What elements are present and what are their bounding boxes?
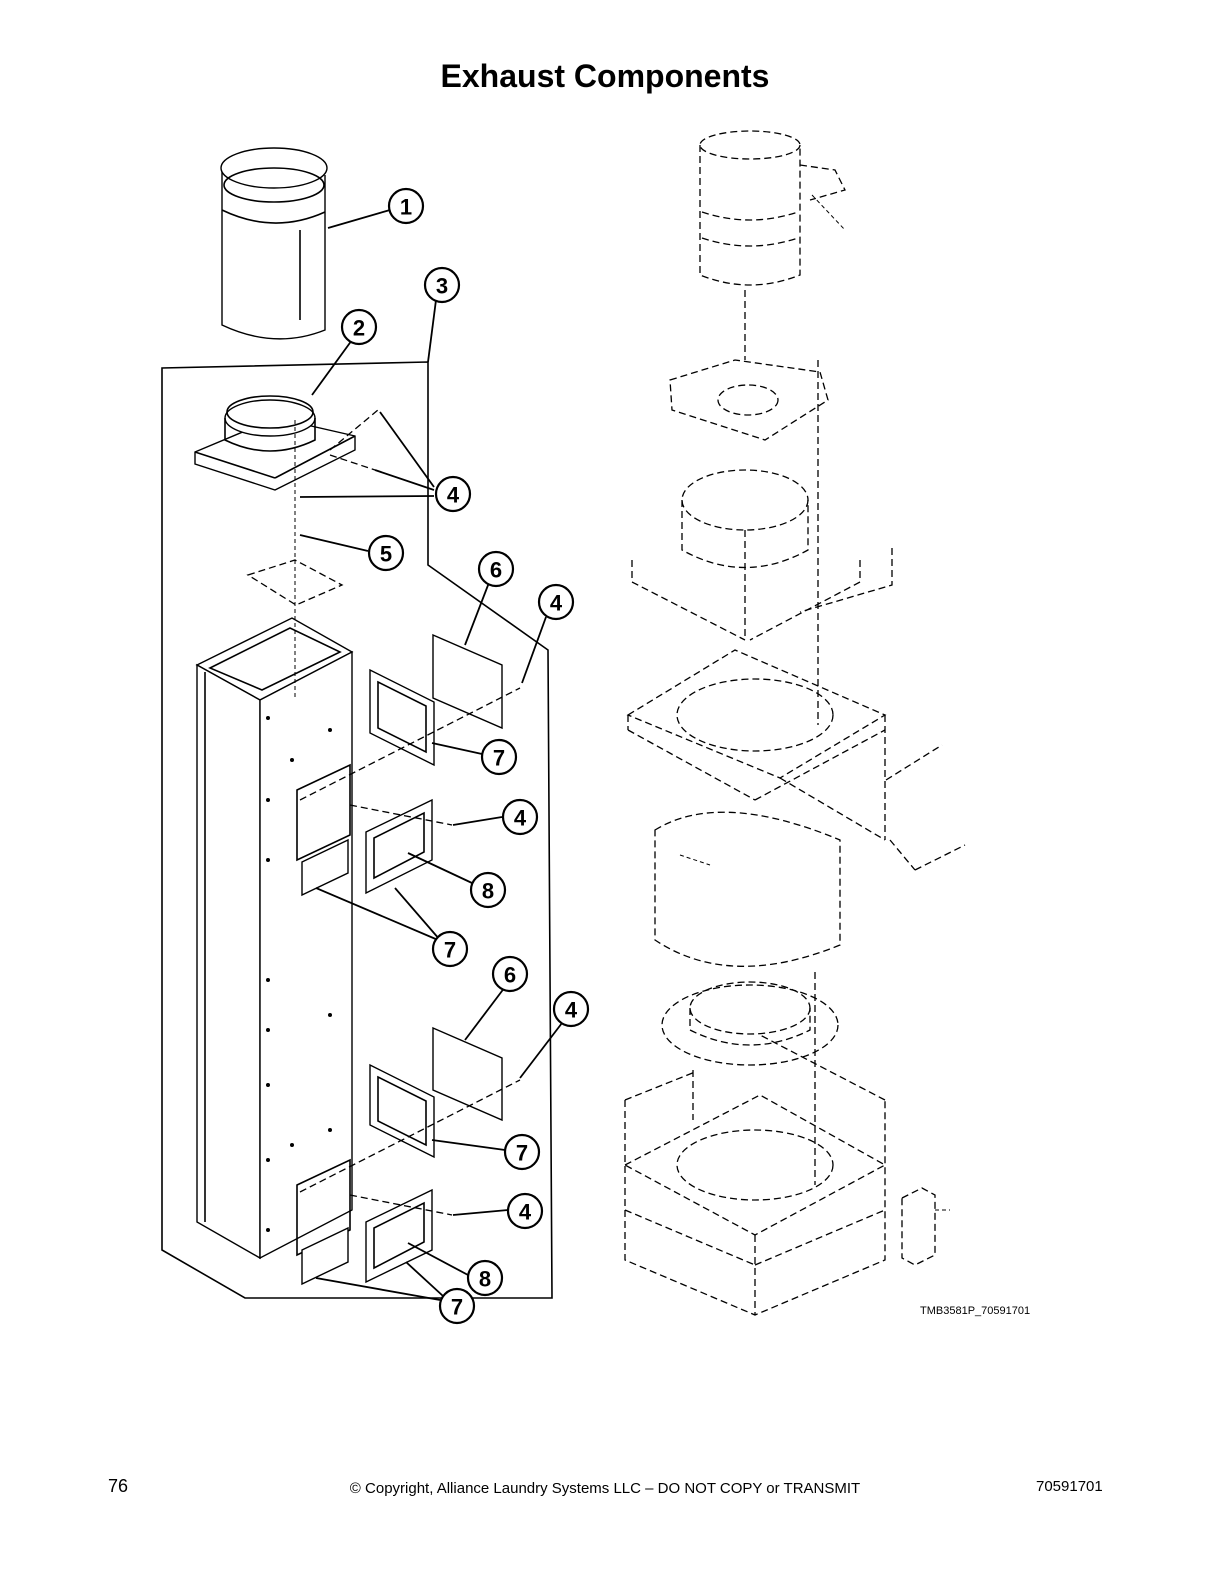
svg-text:6: 6 bbox=[504, 963, 516, 988]
callout-4: 4 bbox=[434, 475, 472, 513]
svg-text:3: 3 bbox=[436, 274, 448, 299]
blower-assembly-phantom bbox=[623, 130, 966, 1316]
leader-lines bbox=[299, 209, 563, 1301]
flange-upper-part bbox=[365, 798, 433, 895]
svg-text:7: 7 bbox=[493, 746, 505, 771]
callout-4: 4 bbox=[552, 990, 590, 1028]
drawing-id: TMB3581P_70591701 bbox=[920, 1305, 1031, 1317]
assembly-bracket-outline bbox=[161, 361, 553, 1299]
callout-3: 3 bbox=[423, 266, 461, 304]
svg-text:7: 7 bbox=[451, 1295, 463, 1320]
svg-text:4: 4 bbox=[447, 483, 460, 508]
assembly-lines-left bbox=[299, 409, 521, 1216]
opening-upper-part bbox=[296, 763, 351, 862]
cover-plate-lower-part bbox=[432, 1026, 503, 1122]
callout-6: 6 bbox=[477, 550, 515, 588]
callout-5: 5 bbox=[367, 534, 405, 572]
svg-text:4: 4 bbox=[565, 998, 578, 1023]
svg-text:8: 8 bbox=[479, 1267, 491, 1292]
exhaust-pipe-part bbox=[220, 147, 328, 340]
callout-8: 8 bbox=[469, 871, 507, 909]
svg-text:6: 6 bbox=[490, 558, 502, 583]
callout-7: 7 bbox=[503, 1133, 541, 1171]
callout-6: 6 bbox=[491, 955, 529, 993]
gasket-part bbox=[246, 559, 344, 606]
page-number: 76 bbox=[108, 1476, 129, 1496]
svg-text:7: 7 bbox=[444, 938, 456, 963]
callout-4: 4 bbox=[501, 798, 539, 836]
gasket-frame-upper-part bbox=[369, 668, 435, 767]
callout-8: 8 bbox=[466, 1259, 504, 1297]
cover-plate-upper-part bbox=[432, 633, 503, 730]
document-number: 70591701 bbox=[1036, 1478, 1103, 1495]
callout-4: 4 bbox=[506, 1192, 544, 1230]
svg-text:1: 1 bbox=[400, 195, 412, 220]
exhaust-duct-box-part bbox=[195, 420, 354, 1260]
callout-7: 7 bbox=[431, 930, 469, 968]
small-plate-upper-part bbox=[301, 838, 349, 897]
flange-lower-part bbox=[365, 1188, 433, 1284]
callout-7: 7 bbox=[480, 738, 518, 776]
svg-text:8: 8 bbox=[482, 879, 494, 904]
svg-text:4: 4 bbox=[550, 591, 563, 616]
page-title: Exhaust Components bbox=[440, 58, 770, 94]
callout-2: 2 bbox=[340, 308, 378, 346]
svg-text:2: 2 bbox=[353, 316, 365, 341]
collar-adapter-part bbox=[194, 395, 356, 491]
callout-1: 1 bbox=[387, 187, 425, 225]
svg-text:7: 7 bbox=[516, 1141, 528, 1166]
svg-text:4: 4 bbox=[519, 1200, 532, 1225]
small-plate-lower-part bbox=[301, 1226, 349, 1286]
callout-4: 4 bbox=[537, 583, 575, 621]
svg-text:4: 4 bbox=[514, 806, 527, 831]
opening-lower-part bbox=[296, 1158, 351, 1257]
callout-7: 7 bbox=[438, 1287, 476, 1325]
svg-text:5: 5 bbox=[380, 542, 392, 567]
gasket-frame-lower-part bbox=[369, 1063, 435, 1159]
copyright-notice: © Copyright, Alliance Laundry Systems LL… bbox=[349, 1480, 861, 1497]
